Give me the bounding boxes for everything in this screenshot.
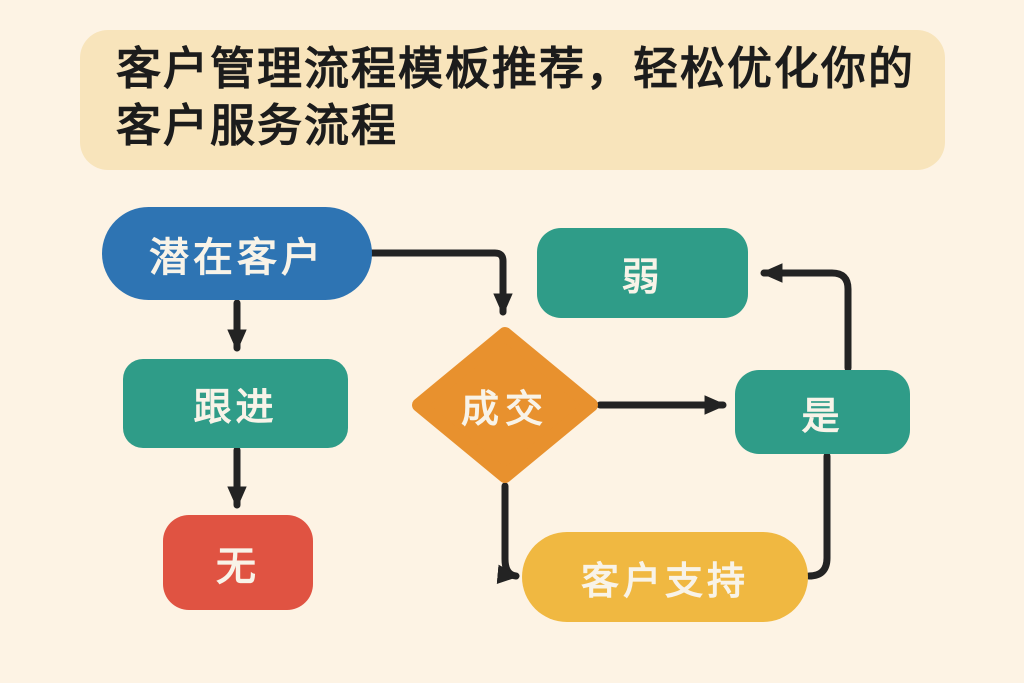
- node-weak: 弱: [537, 228, 748, 318]
- node-yes: 是: [735, 370, 910, 454]
- node-follow-up: 跟进: [123, 359, 348, 448]
- edge-deal-to-support: [496, 482, 520, 584]
- node-follow-up-label: 跟进: [193, 387, 278, 429]
- deal-diamond-shape: [412, 327, 598, 483]
- node-support: 客户支持: [522, 532, 808, 622]
- node-lead-label: 潜在客户: [149, 235, 325, 280]
- edge-lead-to-deal: [368, 249, 513, 316]
- edge-yes-to-support: [805, 452, 831, 580]
- node-yes-label: 是: [801, 395, 844, 438]
- page-title-line-1: 客户管理流程模板推荐，轻松优化你的: [116, 43, 916, 94]
- title-card: 客户管理流程模板推荐，轻松优化你的 客户服务流程: [80, 30, 945, 170]
- node-deal: 成交: [425, 380, 585, 431]
- node-deal-label: 成交: [460, 388, 549, 431]
- node-support-label: 客户支持: [580, 560, 749, 603]
- node-lead: 潜在客户: [102, 207, 372, 300]
- edge-yes-to-weak: [760, 263, 852, 372]
- node-none-label: 无: [216, 544, 260, 589]
- node-weak-label: 弱: [621, 256, 664, 299]
- node-none: 无: [163, 515, 313, 610]
- page-title-line-2: 客户服务流程: [116, 100, 399, 151]
